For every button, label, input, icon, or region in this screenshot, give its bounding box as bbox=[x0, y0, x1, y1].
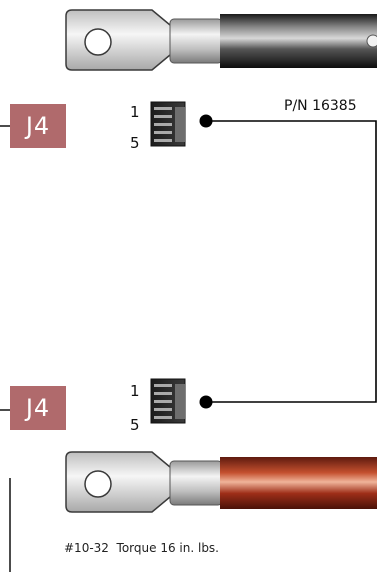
ferrule bbox=[169, 18, 223, 64]
connector-tag-j4-top: J4 bbox=[10, 104, 66, 148]
ferrule bbox=[169, 460, 223, 506]
cable-end-cap bbox=[366, 34, 377, 48]
part-number-label: P/N 16385 bbox=[284, 98, 357, 114]
header-connector-icon bbox=[150, 101, 186, 147]
ring-terminal-lug-icon bbox=[65, 9, 177, 71]
bottom-ring-terminal bbox=[65, 451, 377, 513]
ring-terminal-lug-icon bbox=[65, 451, 177, 513]
pin-label-1-top: 1 bbox=[130, 103, 140, 121]
red-cable bbox=[220, 457, 377, 509]
lug-hole bbox=[84, 28, 112, 56]
connector-tag-j4-bottom: J4 bbox=[10, 386, 66, 430]
top-ring-terminal bbox=[65, 9, 377, 71]
torque-caption: #10-32 Torque 16 in. lbs. bbox=[64, 541, 219, 555]
black-cable bbox=[220, 14, 377, 68]
pin-label-1-bottom: 1 bbox=[130, 382, 140, 400]
lug-hole bbox=[84, 470, 112, 498]
pin-label-5-top: 5 bbox=[130, 134, 140, 152]
pin-label-5-bottom: 5 bbox=[130, 416, 140, 434]
wire-trace bbox=[199, 114, 377, 409]
header-connector-icon bbox=[150, 378, 186, 424]
